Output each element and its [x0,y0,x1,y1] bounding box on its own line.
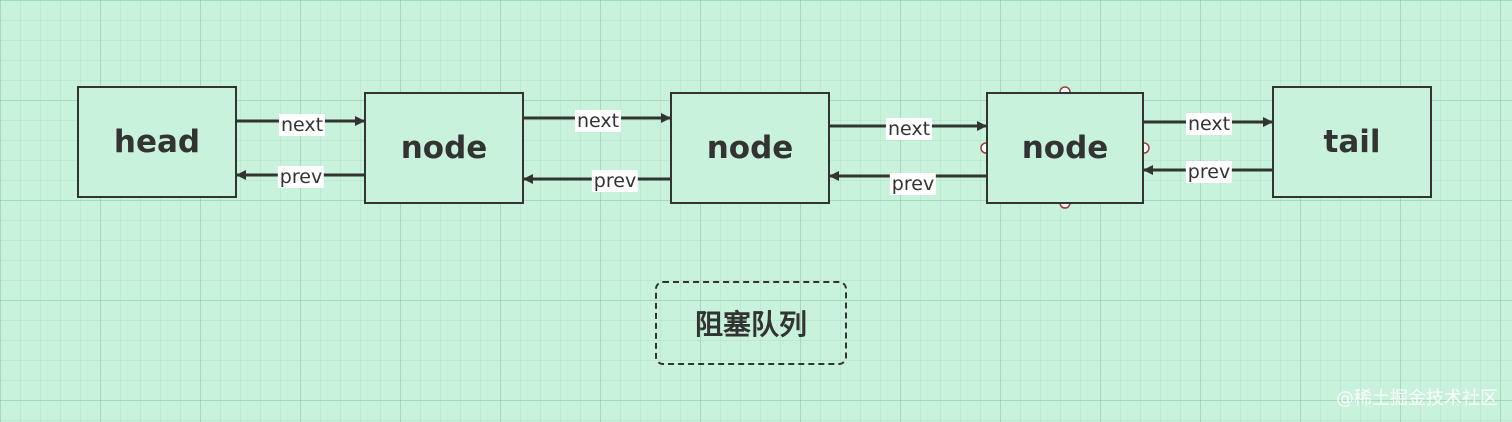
watermark: @稀土掘金技术社区 [1336,388,1498,409]
edge-label-next: next [574,110,622,132]
node-3[interactable]: node [986,92,1144,204]
edge-label-prev: prev [889,173,937,195]
diagram-caption[interactable]: 阻塞队列 [655,281,847,365]
node-head[interactable]: head [77,86,237,198]
edge-label-prev: prev [591,170,639,192]
edge-label-next: next [885,118,933,140]
edge-label-prev: prev [277,166,325,188]
node-2[interactable]: node [670,92,830,204]
edge-label-next: next [1185,113,1233,135]
edge-label-prev: prev [1185,161,1233,183]
edge-label-next: next [278,114,326,136]
node-tail[interactable]: tail [1272,86,1432,198]
node-1[interactable]: node [364,92,524,204]
